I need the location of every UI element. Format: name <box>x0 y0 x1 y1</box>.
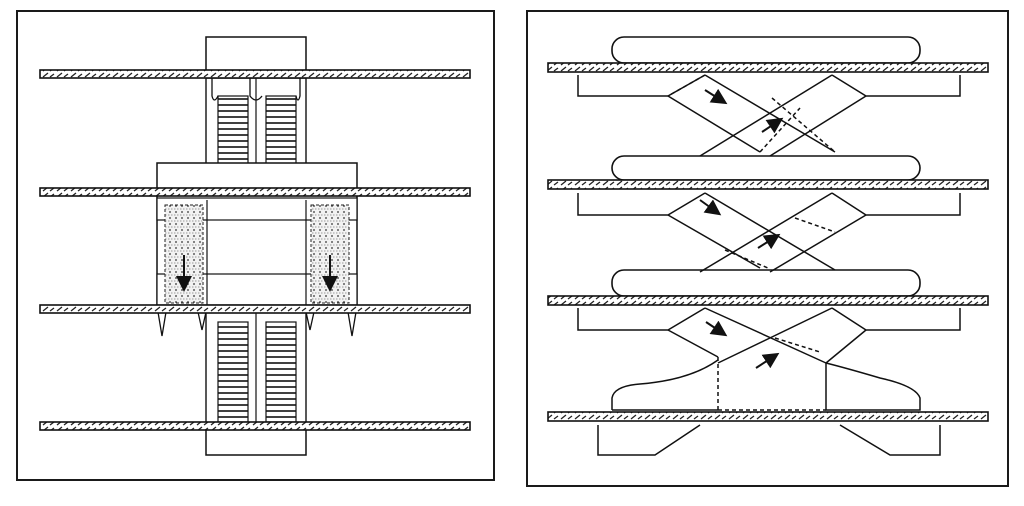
crisscross-escalators <box>611 74 921 411</box>
floor-slab <box>547 295 989 306</box>
floor-slabs-right <box>547 62 989 422</box>
landing-platform <box>611 36 921 64</box>
floor-slab <box>39 187 471 197</box>
floor-slab <box>547 179 989 190</box>
floor-slab <box>547 411 989 422</box>
top-machine-box <box>205 36 307 73</box>
left-panel-frame <box>16 10 495 481</box>
arrow-icon <box>755 352 780 369</box>
escalator-steps <box>310 204 350 304</box>
floor-slab <box>39 304 471 314</box>
right-panel-frame <box>526 10 1009 487</box>
arrow-icon <box>699 199 722 216</box>
under-slab-trays <box>577 74 961 456</box>
middle-escalator-bay <box>156 162 358 306</box>
direction-arrows <box>699 88 784 369</box>
arrow-icon <box>705 320 728 337</box>
floor-slab <box>547 62 989 73</box>
floor-slab <box>39 69 471 79</box>
landing-platform <box>611 269 921 297</box>
escalator-steps <box>217 321 249 423</box>
right-panel <box>526 10 1009 487</box>
arrow-icon <box>757 233 781 250</box>
arrow-icon <box>704 88 728 105</box>
escalator-steps <box>164 204 204 304</box>
floor-slabs-left <box>39 69 471 431</box>
landing-platform <box>611 155 921 181</box>
lower-escalator-pair <box>157 311 357 426</box>
floor-slab <box>39 421 471 431</box>
escalator-steps <box>265 321 297 423</box>
arrow-icon <box>761 117 784 134</box>
left-panel <box>16 10 495 481</box>
